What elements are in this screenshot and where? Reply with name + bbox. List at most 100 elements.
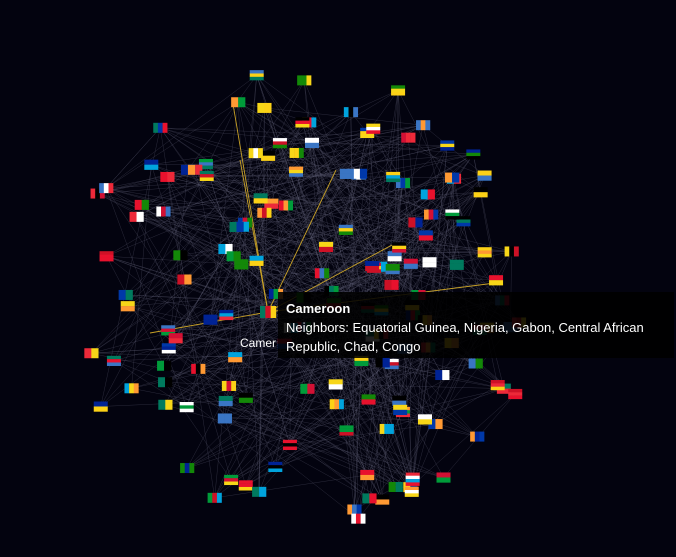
flag-icon[interactable] [234,259,249,270]
flag-icon[interactable] [360,469,375,481]
flag-icon[interactable] [217,413,232,424]
flag-icon[interactable] [324,285,339,296]
flag-icon[interactable] [466,149,481,160]
flag-icon[interactable] [278,200,294,211]
flag-icon[interactable] [120,301,135,312]
flag-icon[interactable] [168,333,183,344]
flag-icon[interactable] [504,246,519,257]
flag-icon[interactable] [477,247,492,258]
flag-icon[interactable] [177,274,192,285]
flag-icon[interactable] [173,250,188,261]
flag-icon[interactable] [180,463,195,474]
flag-icon[interactable] [229,221,244,232]
flag-icon[interactable] [106,355,121,366]
flag-icon[interactable] [203,314,218,325]
flag-icon[interactable] [248,148,263,159]
flag-icon[interactable] [384,358,399,370]
flag-icon[interactable] [253,193,268,204]
flag-icon[interactable] [339,425,354,436]
flag-icon[interactable] [456,216,471,227]
flag-icon[interactable] [445,172,460,183]
flag-icon[interactable] [124,383,139,394]
flag-icon[interactable] [249,255,264,266]
flag-icon[interactable] [352,168,368,179]
flag-icon[interactable] [508,388,523,400]
flag-icon[interactable] [268,461,283,473]
flag-icon[interactable] [362,493,377,504]
flag-icon[interactable] [158,399,173,410]
flag-icon[interactable] [224,474,239,486]
flag-icon[interactable] [391,85,406,96]
flag-icon[interactable] [395,178,411,189]
flag-icon[interactable] [238,392,253,403]
flag-icon[interactable] [129,211,144,222]
flag-icon[interactable] [84,348,99,359]
flag-icon[interactable] [199,170,214,181]
flag-icon[interactable] [228,352,243,363]
flag-icon[interactable] [153,122,168,133]
flag-icon[interactable] [365,260,380,272]
flag-icon[interactable] [90,188,105,199]
flag-icon[interactable] [219,309,234,321]
flag-icon[interactable] [404,486,419,497]
flag-icon[interactable] [158,377,173,388]
flag-icon[interactable] [418,230,433,241]
flag-icon[interactable] [375,494,390,505]
flag-icon[interactable] [339,168,354,179]
flag-icon[interactable] [477,170,492,181]
flag-icon[interactable] [134,199,149,210]
flag-icon[interactable] [470,431,485,442]
flag-icon[interactable] [418,414,433,425]
flag-icon[interactable] [295,117,310,128]
flag-icon[interactable] [351,513,366,524]
flag-icon[interactable] [198,158,213,170]
flag-icon[interactable] [449,259,464,270]
flag-icon[interactable] [366,123,381,134]
flag-icon[interactable] [160,171,175,182]
flag-icon[interactable] [289,166,304,177]
flag-icon[interactable] [385,263,400,275]
flag-icon[interactable] [99,251,114,262]
flag-icon[interactable] [392,395,407,406]
flag-icon[interactable] [343,107,359,118]
flag-icon[interactable] [191,363,206,374]
flag-icon[interactable] [424,209,439,220]
flag-icon[interactable] [180,164,196,175]
flag-icon[interactable] [379,423,394,434]
flag-icon[interactable] [252,486,267,497]
flag-icon[interactable] [157,360,172,371]
flag-icon[interactable] [428,419,443,430]
flag-icon[interactable] [393,404,408,416]
flag-icon[interactable] [403,258,418,269]
flag-icon[interactable] [282,439,297,451]
flag-icon[interactable] [329,399,344,410]
flag-icon[interactable] [218,395,233,407]
flag-icon[interactable] [435,370,450,381]
flag-icon[interactable] [314,268,330,279]
flag-icon[interactable] [375,357,390,368]
flag-icon[interactable] [386,171,401,183]
flag-icon[interactable] [272,138,287,149]
flag-icon[interactable] [264,198,279,209]
selected-node-flag-icon[interactable] [260,306,277,318]
flag-icon[interactable] [300,383,315,394]
flag-icon[interactable] [261,150,276,161]
flag-icon[interactable] [408,217,423,228]
flag-icon[interactable] [99,183,114,194]
flag-icon[interactable] [297,75,312,86]
flag-icon[interactable] [257,102,272,113]
flag-icon[interactable] [354,355,369,367]
flag-icon[interactable] [144,159,159,170]
flag-icon[interactable] [387,251,402,262]
flag-icon[interactable] [489,275,504,286]
flag-icon[interactable] [392,242,407,253]
flag-icon[interactable] [226,251,241,262]
flag-icon[interactable] [221,380,237,391]
flag-icon[interactable] [231,97,246,108]
flag-icon[interactable] [490,380,505,391]
flag-icon[interactable] [361,394,376,405]
flag-icon[interactable] [468,358,483,369]
flag-icon[interactable] [249,70,264,81]
flag-icon[interactable] [207,492,222,503]
